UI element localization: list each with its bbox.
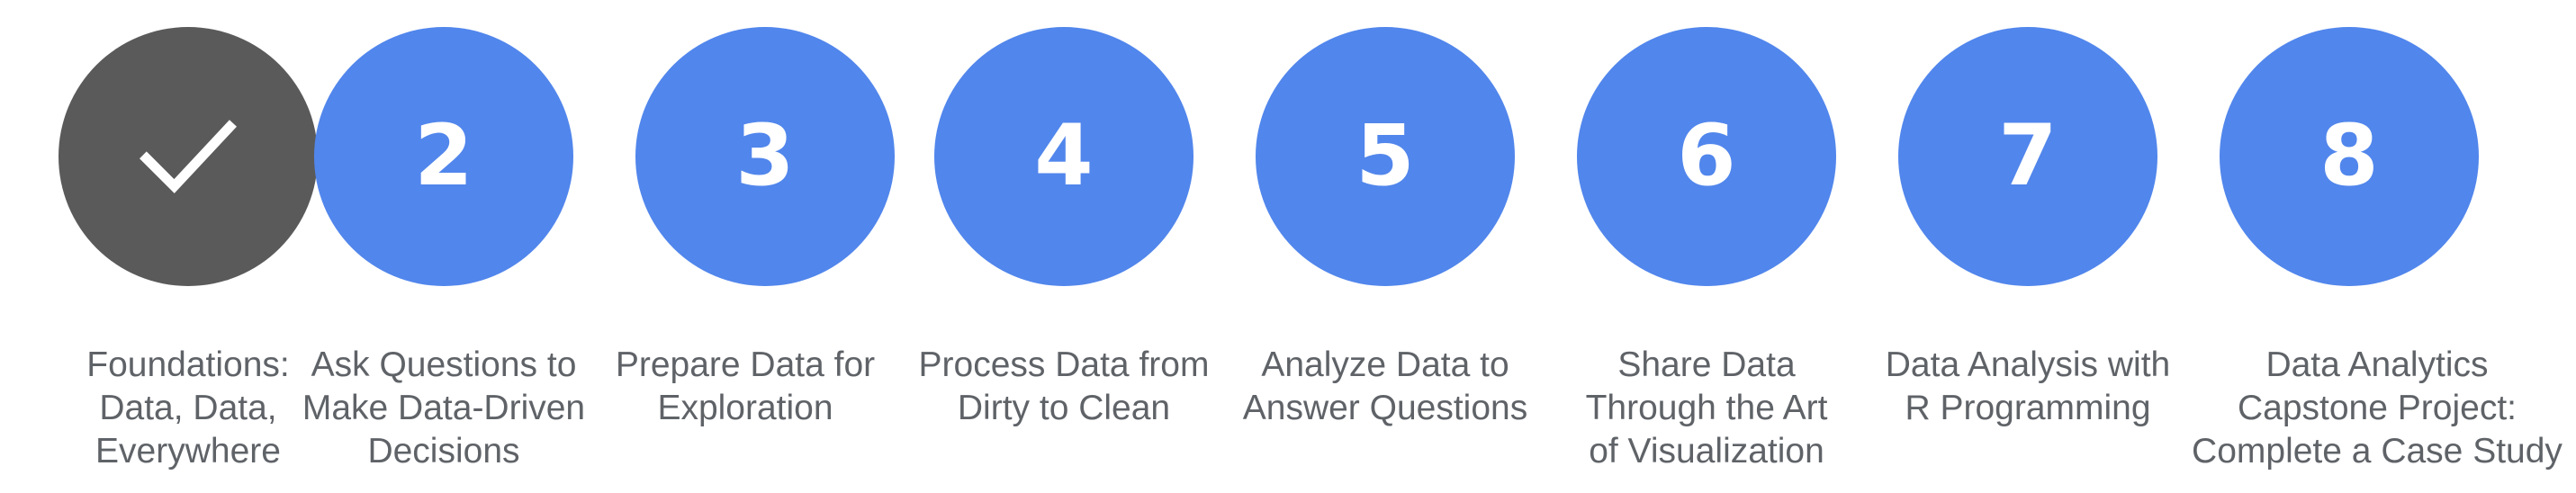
step-6[interactable]: 6 Share Data Through the Art of Visualiz… [1518,0,1896,493]
step-8-circle: 8 [2220,27,2479,286]
step-2-label-line-1: Ask Questions to [311,345,577,384]
step-6-label-line-2: Through the Art [1585,389,1828,427]
step-5-label-line-1: Analyze Data to [1261,345,1509,384]
step-5[interactable]: 5 Analyze Data to Answer Questions [1196,0,1574,493]
step-6-label-line-1: Share Data [1617,345,1796,384]
step-1-label-line-1: Foundations: [86,345,290,384]
step-2-label-line-2: Make Data-Driven [302,389,586,427]
step-4-label-line-1: Process Data from [918,345,1210,384]
step-8-label: Data Analytics Capstone Project: Complet… [2188,344,2566,473]
step-4[interactable]: 4 Process Data from Dirty to Clean [875,0,1253,493]
step-3-label-line-1: Prepare Data for [615,345,876,384]
step-1[interactable]: Foundations: Data, Data, Everywhere [0,0,377,493]
step-6-circle: 6 [1577,27,1836,286]
step-1-label-line-3: Everywhere [95,432,281,471]
step-7-label-line-1: Data Analysis with [1885,345,2171,384]
step-8-label-line-1: Data Analytics [2265,345,2489,384]
step-8-number: 8 [2319,107,2379,205]
step-2-label-line-3: Decisions [367,432,520,471]
step-5-label-line-2: Answer Questions [1242,389,1528,427]
step-5-number: 5 [1356,107,1415,205]
step-3[interactable]: 3 Prepare Data for Exploration [556,0,934,493]
step-3-label-line-2: Exploration [657,389,833,427]
step-7-circle: 7 [1898,27,2157,286]
step-5-circle: 5 [1256,27,1515,286]
step-8[interactable]: 8 Data Analytics Capstone Project: Compl… [2188,0,2566,493]
step-2-circle: 2 [314,27,573,286]
step-7[interactable]: 7 Data Analysis with R Programming [1839,0,2217,493]
step-7-label-line-2: R Programming [1905,389,2151,427]
step-7-number: 7 [1998,107,2058,205]
step-2-number: 2 [414,107,473,205]
step-6-number: 6 [1677,107,1736,205]
step-4-label-line-2: Dirty to Clean [957,389,1171,427]
step-3-label: Prepare Data for Exploration [556,344,934,430]
step-6-label-line-3: of Visualization [1589,432,1824,471]
step-3-number: 3 [735,107,795,205]
step-8-label-line-2: Capstone Project: [2237,389,2517,427]
step-2-label: Ask Questions to Make Data-Driven Decisi… [255,344,633,473]
step-2[interactable]: 2 Ask Questions to Make Data-Driven Deci… [255,0,633,493]
step-3-circle: 3 [635,27,895,286]
step-4-label: Process Data from Dirty to Clean [875,344,1253,430]
step-1-circle [59,27,318,286]
step-4-circle: 4 [934,27,1193,286]
step-7-label: Data Analysis with R Programming [1839,344,2217,430]
step-6-label: Share Data Through the Art of Visualizat… [1518,344,1896,473]
checkmark-icon [140,120,237,193]
step-1-label: Foundations: Data, Data, Everywhere [0,344,377,473]
step-1-label-line-2: Data, Data, [99,389,277,427]
step-5-label: Analyze Data to Answer Questions [1196,344,1574,430]
step-4-number: 4 [1034,107,1094,205]
step-8-label-line-3: Complete a Case Study [2192,432,2562,471]
